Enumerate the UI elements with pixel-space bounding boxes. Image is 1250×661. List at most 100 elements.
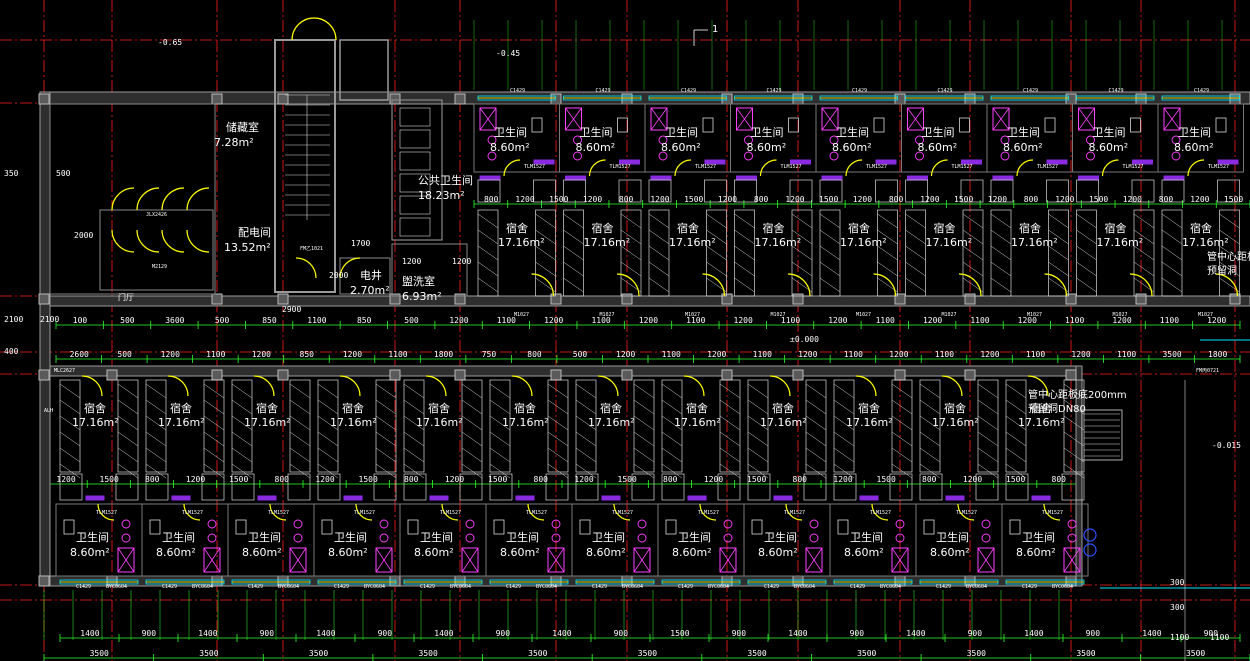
upper-bathroom-name: 卫生间 <box>494 125 527 139</box>
lower-bed-ladder <box>289 431 311 447</box>
lower-bed-ladder <box>633 383 655 399</box>
upper-wardrobe <box>563 179 586 203</box>
lower-bathroom-name: 卫生间 <box>248 530 281 544</box>
lower-bath-door-label: TLM1527 <box>268 510 289 516</box>
lower-bed-ladder <box>1005 463 1027 479</box>
lower-bed-ladder <box>547 463 569 479</box>
upper-wardrobe <box>875 179 898 203</box>
lower-bathroom-name: 卫生间 <box>76 530 109 544</box>
lower-window-label-b: BYC0604 <box>536 584 557 590</box>
lower-door-swing <box>941 375 963 397</box>
column <box>1065 93 1077 105</box>
column <box>454 93 466 105</box>
lower-bed-ladder <box>977 415 999 431</box>
upper-bed-ladder <box>477 261 499 277</box>
lower-drain <box>809 533 819 543</box>
lower-bed-ladder <box>375 415 397 431</box>
lower-window-label: C1429 <box>420 584 435 590</box>
lower-wardrobe <box>1005 473 1029 501</box>
walls <box>38 39 1250 587</box>
lower-bath-door-swing <box>269 503 287 521</box>
upper-window-label: C1429 <box>938 88 953 94</box>
lower-bathroom <box>1001 503 1089 577</box>
upper-drain <box>915 151 924 161</box>
dim-mid-row-a-value: 1100 <box>591 316 610 325</box>
lower-shower <box>203 547 221 573</box>
lower-bed-ladder <box>489 447 511 463</box>
lower-bed <box>489 379 511 473</box>
upper-vent-bar <box>875 159 897 165</box>
upper-shower <box>1163 107 1181 131</box>
lower-toilet-fixture <box>837 519 849 535</box>
upper-bed-ladder <box>535 229 556 245</box>
upper-bed-ladder <box>791 229 813 245</box>
upper-bath-door-swing <box>845 159 863 177</box>
dim-mid-row-a-value: 1200 <box>544 316 563 325</box>
column <box>1135 93 1147 105</box>
dim-mid-row-a-value: 1200 <box>923 316 942 325</box>
upper-bathroom-area: 8.60m² <box>661 141 701 154</box>
lower-door-swing <box>855 375 877 397</box>
lower-bathroom-area: 8.60m² <box>242 546 282 559</box>
lower-bath-door-swing <box>441 503 459 521</box>
room-area-storage: 7.28m² <box>214 136 254 149</box>
lower-bath-door-label: TLM1527 <box>698 510 719 516</box>
upper-bed-ladder <box>819 213 841 229</box>
dim-bottom-row-a-value: 1200 <box>315 475 334 484</box>
dim-bottom-row-b-value: 1400 <box>1024 629 1043 638</box>
lower-bed-ladder <box>833 463 855 479</box>
lower-toilet-fixture <box>235 519 247 535</box>
upper-door-label: M1027 <box>771 312 786 318</box>
column <box>211 369 223 381</box>
lower-bed-ladder <box>1005 399 1027 415</box>
upper-dorm-area: 17.16m² <box>498 236 545 249</box>
lower-bed-ladder <box>547 399 569 415</box>
upper-drain <box>658 135 668 145</box>
upper-shower-cross <box>907 107 924 131</box>
upper-bed-ladder <box>1076 213 1097 229</box>
lower-drain <box>637 533 647 543</box>
lower-window-label: C1429 <box>248 584 263 590</box>
upper-bath-door-swing <box>1101 159 1119 177</box>
lower-dorm-area: 17.16m² <box>416 416 463 429</box>
lower-bed-ladder <box>661 383 683 399</box>
upper-bed-ladder <box>1133 261 1155 277</box>
upper-bed-ladder <box>1219 261 1240 277</box>
dim-top-row-value: 1200 <box>1190 195 1209 204</box>
lower-dorm-area: 17.16m² <box>72 416 119 429</box>
lower-shower-cross <box>375 547 393 573</box>
lower-bed-ladder <box>1063 463 1085 479</box>
dim-mid-row-a-value: 1200 <box>449 316 468 325</box>
lower-bed-ladder <box>1005 431 1027 447</box>
dim-mid-row-a-value: 1200 <box>1018 316 1037 325</box>
lower-bed-ladder <box>289 399 311 415</box>
upper-bathroom-name: 卫生间 <box>751 125 784 139</box>
lower-shower <box>375 547 393 573</box>
lower-dorm-name: 宿舍 <box>600 401 622 415</box>
upper-dorm-area: 17.16m² <box>1182 236 1229 249</box>
lower-vent-bar <box>1031 495 1051 501</box>
upper-shower <box>821 107 839 131</box>
upper-bath-door-swing <box>1016 159 1034 177</box>
lower-bed-ladder <box>805 415 827 431</box>
upper-wardrobe <box>533 179 556 203</box>
upper-shower <box>992 107 1010 131</box>
lower-drain <box>981 519 991 529</box>
dim-bottom-row-a-value: 800 <box>793 475 808 484</box>
lower-bed-ladder <box>575 399 597 415</box>
lower-drain <box>1067 519 1077 529</box>
upper-dorm-name: 宿舍 <box>677 221 699 235</box>
upper-bathroom-area: 8.60m² <box>747 141 787 154</box>
dim-top-row-value: 800 <box>484 195 499 204</box>
dimension-lines <box>43 20 1250 661</box>
upper-bed-ladder <box>962 245 984 261</box>
public-toilet-enclosure <box>391 99 443 241</box>
lower-bathroom-area: 8.60m² <box>758 546 798 559</box>
lower-bed-ladder <box>317 415 339 431</box>
dim-bottom-row-b-value: 1400 <box>1142 629 1161 638</box>
lower-wardrobe <box>975 473 999 501</box>
upper-bed-ladder <box>734 277 755 293</box>
elevation-corridor: ±0.000 <box>790 335 819 344</box>
room-area-power: 13.52m² <box>224 241 271 254</box>
lower-bath-door-swing <box>97 503 115 521</box>
